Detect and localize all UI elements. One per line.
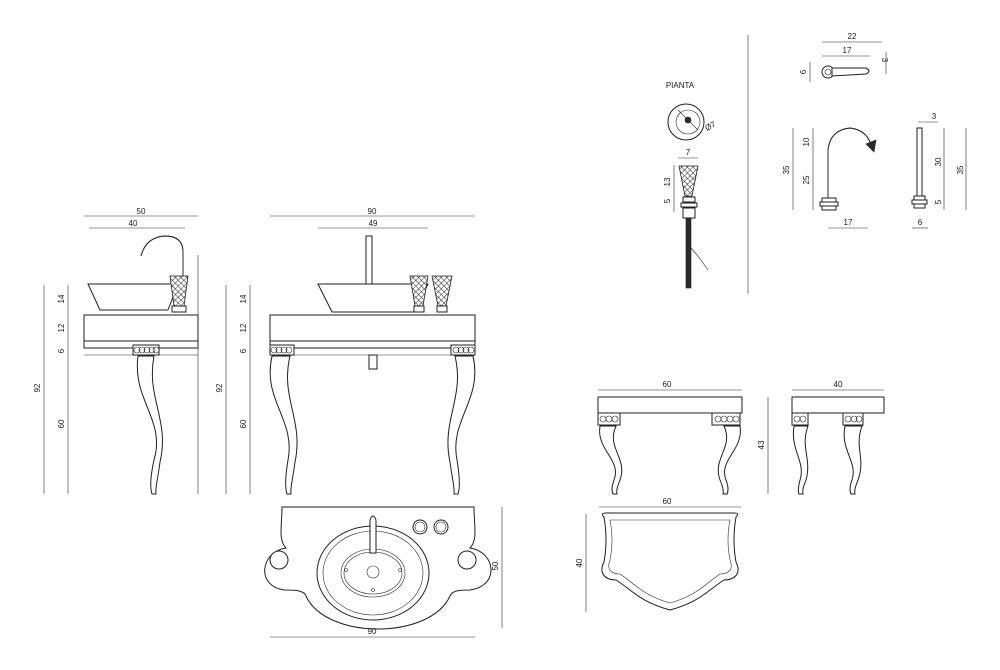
lever-height-right-label: 3 <box>880 58 889 63</box>
spout-height-upper-label: 10 <box>802 137 811 146</box>
front-leg-right <box>447 355 476 495</box>
console-top-outline-outer <box>601 512 739 611</box>
plan-diameter-label: Ø7 <box>704 119 718 132</box>
pillar-top-width-label: 3 <box>932 112 937 121</box>
console-side-leg-left <box>792 425 809 495</box>
side-leg <box>136 355 163 495</box>
side-height-top-label: 12 <box>57 323 66 332</box>
handle-width-label: 7 <box>686 148 691 157</box>
front-view: 90 49 92 14 12 6 60 <box>215 207 476 495</box>
top-leg-right-icon <box>457 550 477 570</box>
console-front-width-label: 60 <box>663 380 672 389</box>
side-width-outer-label: 50 <box>137 207 146 216</box>
top-drain-icon <box>366 565 380 579</box>
console-top-width-label: 60 <box>663 497 672 506</box>
lever-height-left-label: 6 <box>799 69 808 74</box>
front-leg-left <box>269 355 298 495</box>
front-ring-band-right <box>450 344 476 356</box>
spout-height-lower-label: 25 <box>802 175 811 184</box>
front-height-basin-label: 14 <box>239 294 248 303</box>
spout-detail: 35 10 25 17 <box>782 127 877 229</box>
console-front-top <box>597 396 743 414</box>
pillar-height-upper-label: 30 <box>934 157 943 166</box>
console-side-ring-band-left <box>791 412 809 426</box>
side-height-band-label: 6 <box>57 348 66 353</box>
console-side-ring-band-right <box>842 412 864 426</box>
handle-detail: PIANTA Ø7 7 13 5 <box>663 81 718 289</box>
console-top-depth-label: 40 <box>575 558 584 567</box>
console-side-view: 40 <box>791 380 885 495</box>
lever-width-outer-label: 22 <box>848 32 857 41</box>
side-handle-icon <box>169 275 189 307</box>
spout-tip-icon <box>865 139 877 153</box>
console-front-view: 60 43 <box>597 380 769 495</box>
console-front-height-label: 43 <box>757 440 766 449</box>
console-side-top <box>791 396 885 414</box>
side-basin <box>87 283 179 311</box>
side-height-legs-label: 60 <box>57 419 66 428</box>
top-view: 90 50 <box>264 506 503 638</box>
front-width-inner-label: 49 <box>369 219 378 228</box>
spout-reach-label: 17 <box>844 218 853 227</box>
side-ring-band <box>132 344 160 356</box>
handle-crystal-icon <box>678 165 699 197</box>
front-ring-band-left <box>269 344 295 356</box>
front-height-total-label: 92 <box>215 383 224 392</box>
front-height-band-label: 6 <box>239 348 248 353</box>
console-front-ring-band-left <box>597 412 621 426</box>
front-height-legs-label: 60 <box>239 419 248 428</box>
plan-label: PIANTA <box>666 81 695 90</box>
front-spout <box>365 235 373 285</box>
console-top-outline-inner <box>608 519 732 604</box>
lever-arm <box>831 67 870 77</box>
side-height-basin-label: 14 <box>57 294 66 303</box>
handle-height-upper-label: 13 <box>663 177 672 186</box>
top-depth-label: 50 <box>491 561 500 570</box>
console-front-leg-left <box>599 425 623 495</box>
pillar-detail: 3 30 5 35 6 <box>911 112 967 229</box>
side-view: 50 40 92 14 12 6 60 <box>33 207 199 495</box>
top-spout <box>369 515 377 554</box>
front-height-top-label: 12 <box>239 323 248 332</box>
lever-detail: 22 17 6 3 <box>799 32 889 82</box>
lever-width-inner-label: 17 <box>843 46 852 55</box>
handle-hose <box>685 217 692 289</box>
pillar-height-lower-label: 5 <box>934 199 943 204</box>
console-front-ring-band-right <box>711 412 741 426</box>
spout-height-total-label: 35 <box>782 165 791 174</box>
top-leg-left-icon <box>269 550 289 570</box>
pillar-height-total-label: 35 <box>956 165 965 174</box>
handle-height-lower-label: 5 <box>663 198 672 203</box>
console-side-depth-label: 40 <box>834 380 843 389</box>
pillar-base-width-label: 6 <box>918 218 923 227</box>
console-top-view: 60 40 <box>575 497 741 612</box>
front-handle-right-icon <box>431 275 453 307</box>
spout-pipe <box>827 127 873 198</box>
front-width-outer-label: 90 <box>368 207 377 216</box>
front-basin <box>317 283 429 313</box>
side-width-inner-label: 40 <box>129 219 138 228</box>
top-width-label: 90 <box>368 627 377 636</box>
pillar-shaft <box>916 127 923 197</box>
console-front-leg-right <box>717 425 741 495</box>
side-height-total-label: 92 <box>33 383 42 392</box>
console-side-leg-right <box>843 425 863 495</box>
